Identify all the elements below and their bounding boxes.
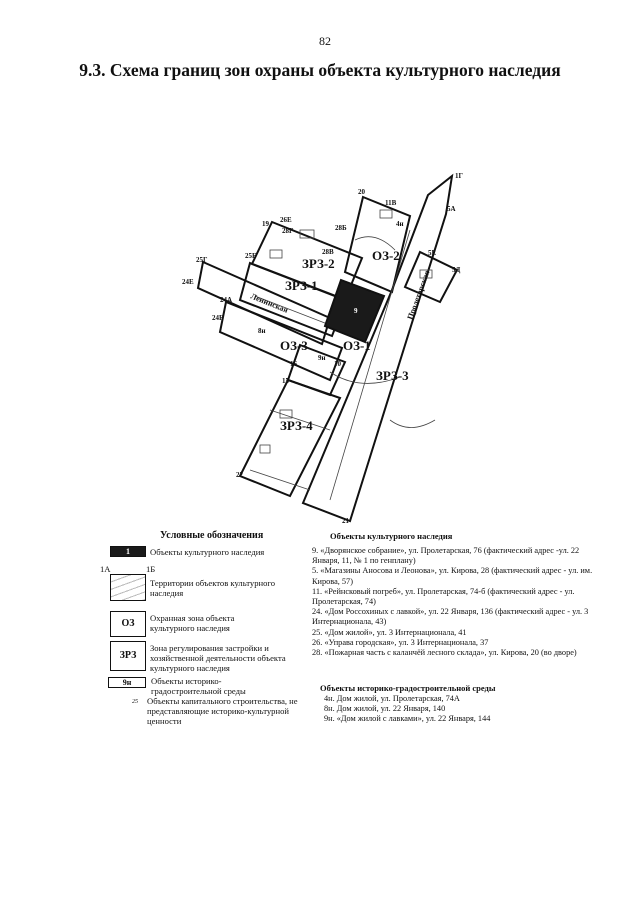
- legend-symbol-environment: 9н: [108, 677, 146, 688]
- map-details: [249, 209, 436, 501]
- legend-text: Объекты культурного наследия: [150, 547, 265, 557]
- heritage-title: Объекты культурного наследия: [330, 531, 453, 541]
- point-label: 24Е: [182, 278, 194, 286]
- heritage-object-9: [323, 278, 386, 344]
- point-label: 4н: [396, 220, 404, 228]
- point-label: 22: [236, 471, 244, 479]
- point-label: 11В: [385, 199, 397, 207]
- point-label: 28В: [322, 248, 334, 256]
- heritage-item: 5. «Магазины Аносова и Леонова», ул. Кир…: [312, 566, 593, 586]
- point-label: 1Г: [455, 172, 464, 180]
- point-label: 9: [354, 307, 358, 315]
- point-label: 10: [334, 360, 342, 368]
- heritage-item: 24. «Дом Россохиных с лавкой», ул. 22 Ян…: [312, 607, 589, 627]
- zone-label: ОЗ-1: [343, 338, 371, 353]
- heritage-list: 9. «Дворянское собрание», ул. Пролетарск…: [312, 546, 602, 658]
- heritage-zones-map: ЗРЗ-2 ЗРЗ-1 ЗРЗ-3 ЗРЗ-4 ОЗ-1 ОЗ-2 ОЗ-3 1…: [182, 172, 464, 525]
- heritage-item: 25. «Дом жилой», ул. 3 Интернационала, 4…: [312, 627, 467, 637]
- point-label: 25Б: [245, 252, 257, 260]
- legend-text: Охранная зона объекта культурного наслед…: [150, 613, 235, 633]
- point-label: 21: [342, 517, 350, 525]
- legend-symbol-oz: ОЗ: [110, 611, 146, 637]
- strip-oz3: [218, 300, 344, 382]
- point-label: 20: [358, 188, 366, 196]
- page-number: 82: [319, 34, 331, 48]
- legend-symbol-territory: [110, 574, 146, 601]
- legend-title: Условные обозначения: [160, 530, 264, 541]
- point-label: 8н: [258, 327, 266, 335]
- zone-label: ОЗ-2: [372, 248, 400, 263]
- block-5d: [403, 250, 459, 304]
- environment-list: 4н. Дом жилой, ул. Пролетарская, 74А 8н.…: [324, 694, 594, 725]
- legend-text: Объекты историко-градостроительной среды: [151, 676, 246, 696]
- point-label: 24Б: [212, 314, 224, 322]
- point-label: 5Д: [452, 266, 461, 274]
- heritage-item: 9. «Дворянское собрание», ул. Пролетарск…: [312, 546, 580, 566]
- legend-text: Территории объектов культурного наследия: [150, 578, 276, 598]
- heritage-item: 11. «Рейнсковый погреб», ул. Пролетарска…: [312, 586, 575, 607]
- strip-24-25: [196, 260, 332, 346]
- legend-symbol-heritage: 1: [110, 546, 146, 557]
- point-label: 25Г: [196, 256, 208, 264]
- street-band-zrz3: [301, 173, 454, 523]
- point-label: 28Г: [282, 227, 294, 235]
- zone-label: ЗРЗ-2: [302, 256, 335, 271]
- legend-text: Объекты капитального строительства, не п…: [147, 696, 298, 726]
- legend-symbol-zrz: ЗРЗ: [110, 641, 146, 671]
- point-label: 15: [282, 377, 290, 385]
- point-label: 5А: [447, 205, 456, 213]
- environment-item: 8н. Дом жилой, ул. 22 Января, 140: [324, 704, 446, 714]
- heritage-item: 26. «Управа городская», ул. 3 Интернацио…: [312, 637, 489, 647]
- heritage-item: 28. «Пожарная часть с каланчёй лесного с…: [312, 648, 577, 658]
- page-title: 9.3. Схема границ зон охраны объекта кул…: [79, 60, 561, 80]
- zone-label: ЗРЗ-3: [376, 368, 409, 383]
- point-label: 5Е: [428, 249, 437, 257]
- legend-corner: 1А: [100, 564, 111, 574]
- point-label: 26Е: [280, 216, 292, 224]
- block-zrz4: [238, 378, 342, 498]
- block-zrz1: [238, 261, 348, 338]
- point-label: 28Б: [335, 224, 347, 232]
- environment-item: 9н. «Дом жилой с лавками», ул. 22 Января…: [324, 714, 491, 724]
- legend-corner: 1Б: [146, 564, 156, 574]
- environment-title: Объекты историко-градостроительной среды: [320, 683, 496, 693]
- zone-label: ЗРЗ-1: [285, 278, 318, 293]
- zone-label: ОЗ-3: [280, 338, 308, 353]
- environment-item: 4н. Дом жилой, ул. Пролетарская, 74А: [324, 694, 460, 703]
- zone-label: ЗРЗ-4: [280, 418, 313, 433]
- legend-text: Зона регулирования застройки и хозяйстве…: [150, 643, 286, 673]
- point-label: 24А: [220, 296, 232, 304]
- point-label: 19: [262, 220, 270, 228]
- legend-symbol-capital: 25: [132, 699, 138, 705]
- point-label: 9н: [318, 354, 326, 362]
- point-label: 16: [290, 360, 298, 368]
